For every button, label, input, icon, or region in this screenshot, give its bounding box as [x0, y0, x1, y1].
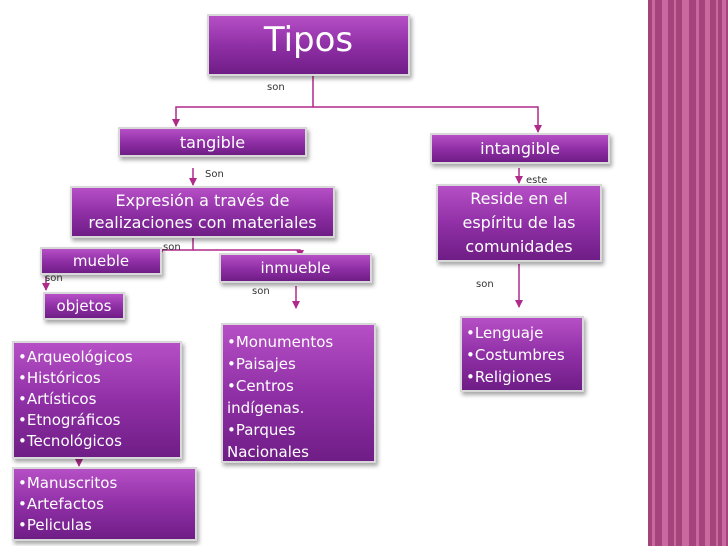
- list-item: •Manuscritos: [18, 474, 118, 492]
- list-item: •Lenguaje: [466, 324, 544, 342]
- node-manuscritos-list: •Manuscritos •Artefactos •Peliculas: [12, 467, 197, 541]
- list-item: •Parques: [227, 421, 296, 439]
- list-item: •Etnográficos: [18, 411, 121, 429]
- node-inmueble-text: inmueble: [260, 259, 331, 277]
- label-son-expresion: son: [163, 242, 181, 253]
- node-intangible-list: •Lenguaje •Costumbres •Religiones: [460, 316, 584, 392]
- node-inmueble-list: •Monumentos •Paisajes •Centros indígenas…: [221, 323, 376, 463]
- node-inmueble: inmueble: [219, 253, 372, 283]
- list-item: •Religiones: [466, 368, 552, 386]
- node-mueble-text: mueble: [72, 252, 130, 270]
- node-tipos-text: Tipos: [263, 20, 354, 60]
- label-son-tipos: son: [267, 82, 285, 93]
- connector-lines: [42, 76, 542, 467]
- list-item: •Tecnológicos: [18, 432, 122, 450]
- node-reside-text: Reside en el espíritu de las comunidades: [462, 189, 576, 256]
- node-expresion: Expresión a través de realizaciones con …: [70, 186, 335, 238]
- label-son-inmueble: son: [252, 286, 270, 297]
- node-expresion-text: Expresión a través de realizaciones con …: [88, 191, 317, 232]
- list-item: •Artísticos: [18, 390, 97, 408]
- node-intangible: intangible: [430, 133, 610, 164]
- list-item: •Monumentos: [227, 333, 334, 351]
- list-item: Nacionales: [227, 443, 309, 461]
- list-item: •Costumbres: [466, 346, 565, 364]
- label-son-tangible: Son: [205, 169, 224, 180]
- node-reside: Reside en el espíritu de las comunidades: [436, 184, 602, 262]
- list-item: indígenas.: [227, 399, 305, 417]
- list-item: •Centros: [227, 377, 294, 395]
- list-item: •Históricos: [18, 369, 101, 387]
- node-objetos-text: objetos: [56, 297, 112, 315]
- label-son-reside: son: [476, 279, 494, 290]
- list-item: •Peliculas: [18, 516, 92, 534]
- label-este: este: [526, 175, 548, 186]
- node-intangible-text: intangible: [480, 139, 560, 158]
- node-mueble: mueble: [40, 247, 162, 275]
- node-objetos: objetos: [43, 292, 125, 320]
- node-tipos: Tipos: [207, 14, 410, 76]
- node-tangible: tangible: [118, 127, 307, 157]
- label-son-mueble: son: [45, 273, 63, 284]
- list-item: •Paisajes: [227, 355, 296, 373]
- side-decoration-panel: [648, 0, 728, 546]
- list-item: •Arqueológicos: [18, 348, 133, 366]
- node-tangible-text: tangible: [179, 132, 246, 152]
- list-item: •Artefactos: [18, 495, 104, 513]
- node-objetos-list: •Arqueológicos •Históricos •Artísticos •…: [12, 341, 182, 459]
